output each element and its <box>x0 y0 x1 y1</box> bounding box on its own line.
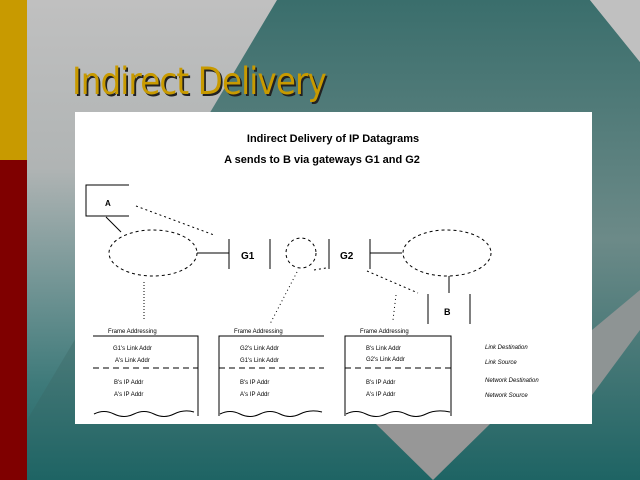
frame-row: G1's Link Addr <box>113 346 152 352</box>
frame-row: G2's Link Addr <box>366 357 405 363</box>
gateway-g1-label: G1 <box>241 251 255 262</box>
frame-row: G1's Link Addr <box>240 358 279 364</box>
frame-1: Frame Addressing G1's Link Addr A's Link… <box>93 329 199 417</box>
frame-header: Frame Addressing <box>234 329 283 335</box>
frame-3: Frame Addressing B's Link Addr G2's Link… <box>344 329 452 417</box>
diagram-panel <box>75 112 592 424</box>
network-1 <box>108 229 198 277</box>
frame-row: A's IP Addr <box>240 392 269 398</box>
accent-bar-red <box>0 160 27 480</box>
legend-item: Network Source <box>485 393 528 399</box>
frame-row: G2's Link Addr <box>240 346 279 352</box>
host-a-box <box>85 184 129 217</box>
datagram-path-arrows <box>135 205 419 325</box>
frame-row: B's IP Addr <box>366 380 395 386</box>
frame-header: Frame Addressing <box>108 329 157 335</box>
host-a-label: A <box>105 199 111 208</box>
frame-row: B's Link Addr <box>366 346 401 352</box>
frame-row: A's Link Addr <box>115 358 150 364</box>
frame-row: B's IP Addr <box>240 380 269 386</box>
legend-item: Link Destination <box>485 345 528 351</box>
host-b-label: B <box>444 307 451 317</box>
slide-title: Indirect Delivery <box>72 60 327 103</box>
frame-2: Frame Addressing G2's Link Addr G1's Lin… <box>218 329 324 417</box>
frame-header: Frame Addressing <box>360 329 409 335</box>
frame-row: A's IP Addr <box>114 392 143 398</box>
diagram-subtitle: A sends to B via gateways G1 and G2 <box>224 154 420 166</box>
diagram-title: Indirect Delivery of IP Datagrams <box>247 133 419 145</box>
network-3 <box>402 229 492 277</box>
frame-row: A's IP Addr <box>366 392 395 398</box>
legend-item: Link Source <box>485 360 517 366</box>
accent-bar-gold <box>0 0 27 160</box>
network-2 <box>285 237 317 269</box>
legend: Link Destination Link Source Network Des… <box>485 345 539 399</box>
gateway-g2-label: G2 <box>340 251 354 262</box>
frame-row: B's IP Addr <box>114 380 143 386</box>
legend-item: Network Destination <box>485 378 539 384</box>
